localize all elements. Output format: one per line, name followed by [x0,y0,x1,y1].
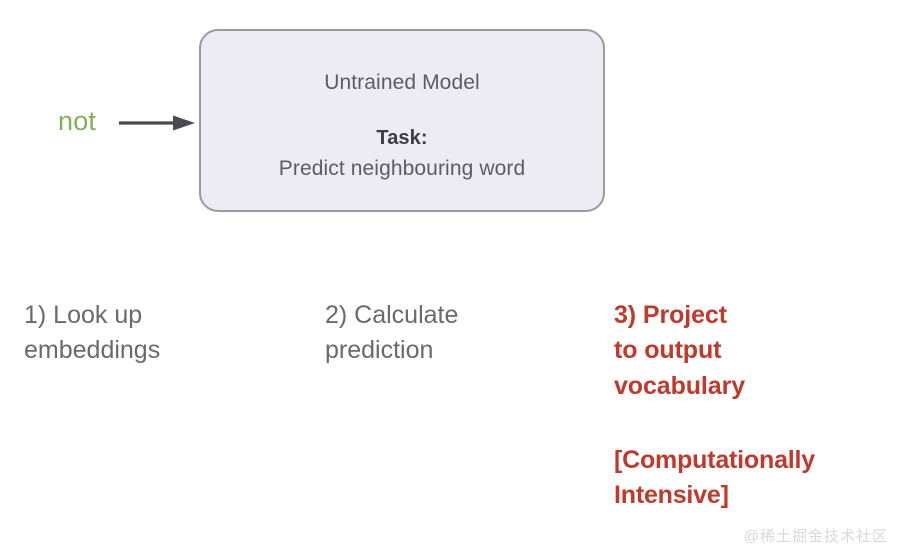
step-1-look-up-embeddings: 1) Look up embeddings [24,301,161,364]
untrained-model-box: Untrained Model Task: Predict neighbouri… [199,29,605,212]
watermark: @稀土掘金技术社区 [743,528,888,545]
step-3-project-to-output-vocabulary: 3) Project to output vocabulary [614,301,746,400]
task-label: Task: [376,127,428,149]
arrow-right-icon [119,115,195,131]
step-2-calculate-prediction: 2) Calculate prediction [325,301,459,364]
model-title: Untrained Model [324,71,480,94]
input-word-label: not [58,106,97,136]
task-description: Predict neighbouring word [278,157,526,180]
note-computationally-intensive: [Computationally Intensive] [614,446,815,510]
